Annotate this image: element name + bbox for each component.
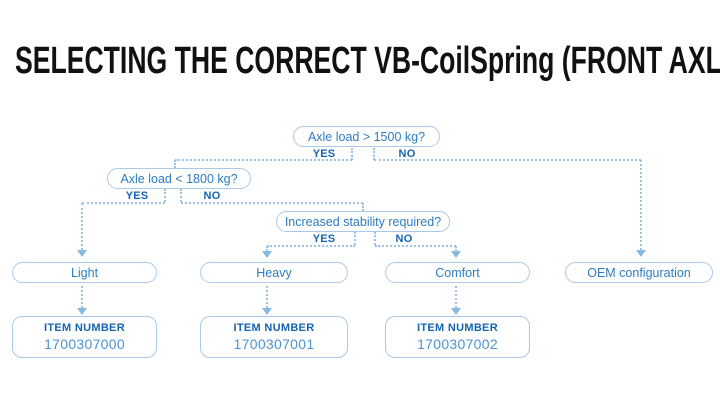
connector-d3-no-stub xyxy=(374,232,376,245)
arrow-into-oem-icon xyxy=(636,250,646,257)
arrow-into-heavy-icon xyxy=(262,251,272,258)
connector-d3-no-horizontal xyxy=(375,245,456,247)
decision-axle-load-1800: Axle load < 1800 kg? xyxy=(107,168,251,189)
connector-d2-yes-vertical xyxy=(81,203,83,250)
connector-d2-no-drop xyxy=(362,203,364,211)
decision-3-yes-label: YES xyxy=(312,233,336,245)
connector-comfort-to-item xyxy=(455,286,457,308)
item-number-comfort: 1700307002 xyxy=(417,336,498,352)
arrow-into-item-comfort-icon xyxy=(451,308,461,315)
connector-d1-yes-horizontal xyxy=(175,159,352,161)
arrow-into-item-heavy-icon xyxy=(262,308,272,315)
item-number-light: 1700307000 xyxy=(44,336,125,352)
item-number-heavy: 1700307001 xyxy=(233,336,315,352)
item-box-heavy: ITEM NUMBER 1700307001 xyxy=(200,316,348,358)
connector-heavy-to-item xyxy=(266,286,268,308)
connector-d2-no-horizontal xyxy=(181,202,363,204)
item-label-comfort: ITEM NUMBER xyxy=(417,322,498,334)
connector-d2-no-stub xyxy=(180,189,182,202)
item-box-light: ITEM NUMBER 1700307000 xyxy=(12,316,157,358)
connector-d1-yes-drop xyxy=(174,160,176,168)
connector-light-to-item xyxy=(81,286,83,308)
arrow-into-light-icon xyxy=(77,250,87,257)
decision-1-yes-label: YES xyxy=(312,148,336,160)
decision-2-yes-label: YES xyxy=(125,190,149,202)
item-label-light: ITEM NUMBER xyxy=(44,322,125,334)
decision-axle-load-1500: Axle load > 1500 kg? xyxy=(293,126,440,147)
outcome-comfort: Comfort xyxy=(385,262,530,283)
decision-2-no-label: NO xyxy=(203,190,221,202)
arrow-into-comfort-icon xyxy=(451,251,461,258)
connector-d2-yes-horizontal xyxy=(82,202,165,204)
decision-increased-stability: Increased stability required? xyxy=(276,211,450,232)
connector-d1-yes-stub xyxy=(351,148,353,160)
connector-d3-yes-stub xyxy=(354,232,356,245)
connector-d3-yes-drop xyxy=(266,246,268,251)
arrow-into-item-light-icon xyxy=(77,308,87,315)
item-box-comfort: ITEM NUMBER 1700307002 xyxy=(385,316,530,358)
decision-1-no-label: NO xyxy=(398,148,416,160)
connector-d2-yes-stub xyxy=(164,189,166,202)
page-title: SELECTING THE CORRECT VB-CoilSpring (FRO… xyxy=(15,40,720,82)
item-label-heavy: ITEM NUMBER xyxy=(233,322,315,334)
outcome-oem-configuration: OEM configuration xyxy=(565,262,713,283)
decision-3-no-label: NO xyxy=(395,233,413,245)
outcome-light: Light xyxy=(12,262,157,283)
outcome-heavy: Heavy xyxy=(200,262,348,283)
connector-d1-no-stub xyxy=(373,148,375,160)
connector-d1-no-vertical xyxy=(640,160,642,250)
connector-d3-no-drop xyxy=(455,246,457,251)
connector-d1-no-horizontal xyxy=(374,159,641,161)
connector-d3-yes-horizontal xyxy=(267,245,355,247)
